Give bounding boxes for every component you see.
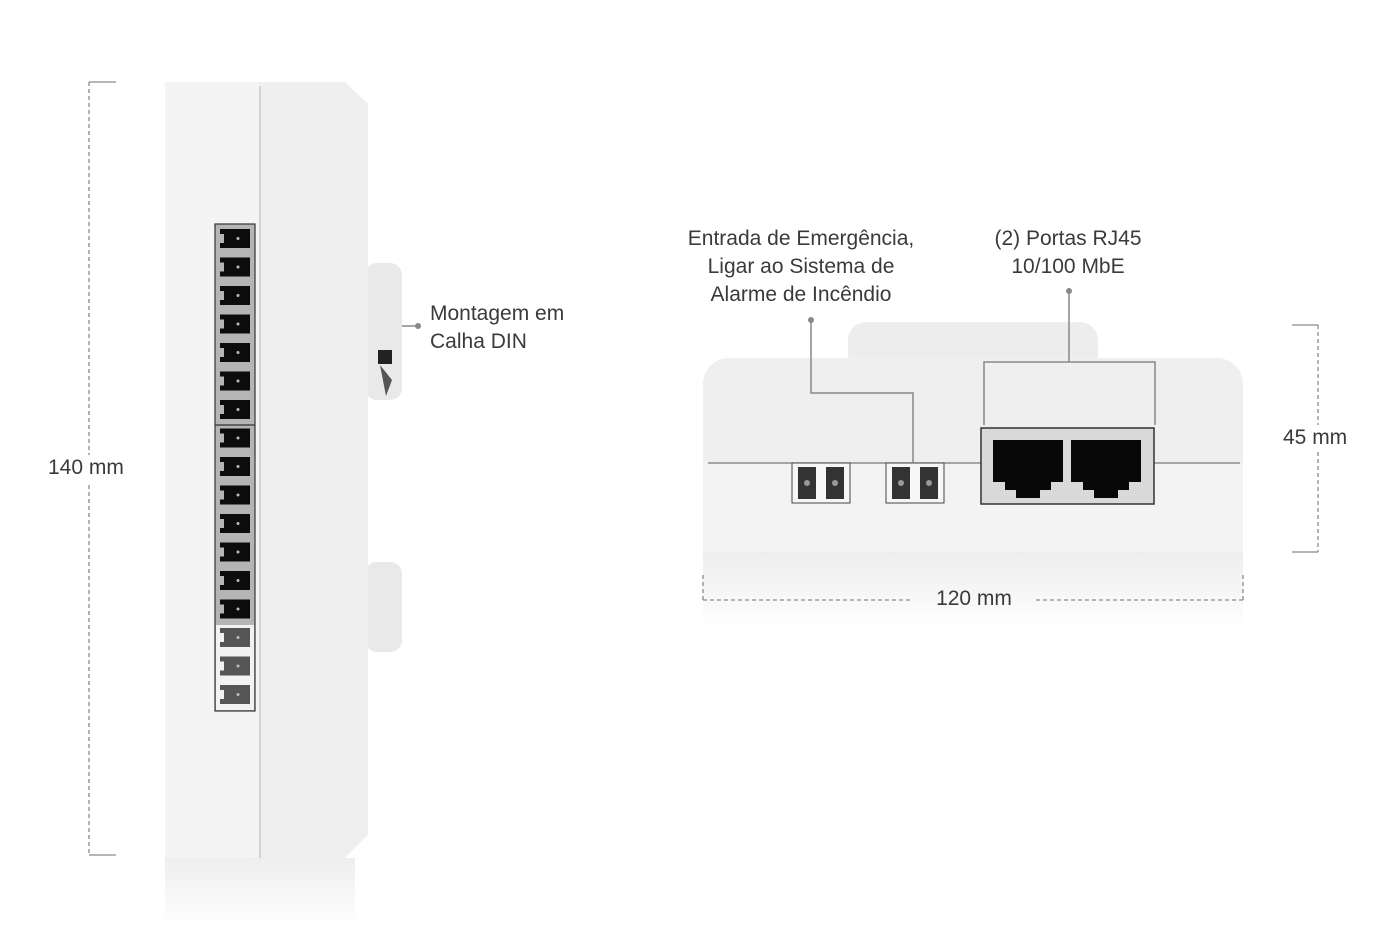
terminal-pin <box>220 343 250 362</box>
terminal-pin <box>220 628 250 647</box>
dimension-lines <box>88 82 1319 855</box>
reflection <box>703 552 1243 632</box>
din-rail-mount-label: Montagem em Calha DIN <box>430 302 565 353</box>
rj45-ports-label: (2) Portas RJ45 10/100 MbE <box>994 227 1142 278</box>
din-hook <box>380 365 392 396</box>
terminal-pin <box>220 571 250 590</box>
din-clip-top <box>365 263 402 400</box>
terminal-pin <box>220 542 250 562</box>
terminal-pin <box>220 656 250 676</box>
terminal-pin <box>220 428 250 448</box>
rj45-ports <box>980 427 1155 505</box>
height-dimension-label: 140 mm <box>48 456 124 479</box>
callout-dot <box>415 323 421 329</box>
callout-lines <box>402 291 1156 463</box>
terminal-pin <box>220 286 250 305</box>
terminal-pin <box>220 257 250 277</box>
din-clip-bottom <box>365 562 402 652</box>
callout-dot <box>1066 288 1072 294</box>
emergency-input-label: Entrada de Emergência, Ligar ao Sistema … <box>687 227 915 306</box>
emergency-terminal-2 <box>885 462 945 504</box>
callout-dot <box>808 317 814 323</box>
side-view-device <box>165 82 402 928</box>
emergency-terminal-1 <box>791 462 851 504</box>
terminal-pin <box>220 514 250 533</box>
reflection <box>165 858 355 928</box>
front-view-device <box>703 322 1243 632</box>
terminal-pin <box>220 400 250 419</box>
terminal-pin <box>220 371 250 391</box>
depth-dimension-label: 45 mm <box>1283 426 1348 449</box>
rj45-port-1 <box>993 440 1063 498</box>
terminal-pin <box>220 314 250 334</box>
terminal-pin <box>220 457 250 476</box>
width-dimension-label: 120 mm <box>936 587 1012 610</box>
terminal-pin <box>220 599 250 619</box>
terminal-pin <box>220 685 250 704</box>
din-latch <box>378 350 392 364</box>
terminal-pin <box>220 485 250 505</box>
rj45-port-2 <box>1071 440 1141 498</box>
terminal-pins <box>220 229 250 704</box>
terminal-pin <box>220 229 250 248</box>
